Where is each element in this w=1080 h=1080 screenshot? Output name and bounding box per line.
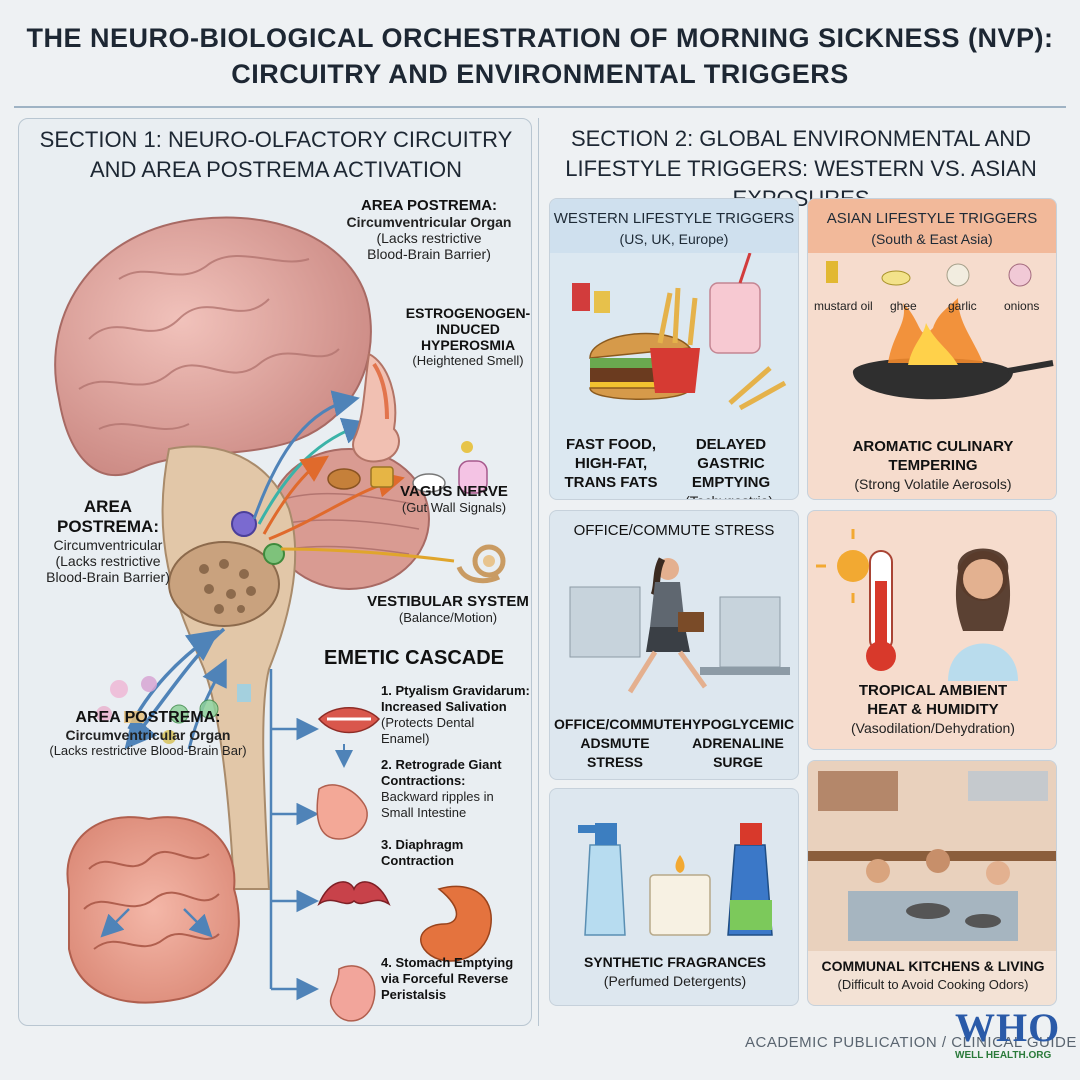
footer-text: ACADEMIC PUBLICATION / CLINICAL GUIDE [745,1034,1077,1051]
emetic-step-2: 2. Retrograde Giant Contractions: Backwa… [381,757,502,820]
ingredient-garlic: garlic [948,299,977,313]
communal-kitchen-illustration [808,761,1056,951]
sun-icon [837,550,869,582]
section2-panel: SECTION 2: GLOBAL ENVIRONMENTAL AND LIFE… [538,118,1062,1026]
inner-ear-illustration [456,544,506,584]
nose-illustration [352,352,400,463]
candle-icon [649,874,711,936]
area-postrema-left-label: AREA POSTREMA: Circumventricular (Lacks … [46,497,170,585]
who-logo-mark: WHO [955,1005,1061,1050]
area-postrema-mesh [168,541,280,627]
area-postrema-bottom-label: AREA POSTREMA: Circumventricular Organ (… [49,709,247,758]
vagus-nerve-label: VAGUS NERVE (Gut Wall Signals) [400,483,508,515]
stomach-icon [420,885,492,962]
fragrance-products-illustration [578,823,773,936]
section2-heading: SECTION 2: GLOBAL ENVIRONMENTAL AND LIFE… [565,126,1037,211]
tropical-heat-card: TROPICAL AMBIENT HEAT & HUMIDITY (Vasodi… [807,510,1057,750]
synthetic-fragrance-card: SYNTHETIC FRAGRANCES (Perfumed Detergent… [549,788,799,1006]
office-stress-card: OFFICE/COMMUTE STRESS OFFICE/COMMUTE ADS… [549,510,799,780]
who-logo: WHO WELL HEALTH.ORG [955,1006,1077,1076]
heat-humidity-illustration [816,529,1018,681]
section1-heading: SECTION 1: NEURO-OLFACTORY CIRCUITRY AND… [39,127,513,182]
emetic-step-1: 1. Ptyalism Gravidarum: Increased Saliva… [381,683,530,746]
neuro-anatomy-illustration [54,216,506,1022]
vestibular-system-label: VESTIBULAR SYSTEM (Balance/Motion) [367,593,529,625]
small-intestine-icon [316,784,368,840]
page-title-line1: THE NEURO-BIOLOGICAL ORCHESTRATION OF MO… [26,23,1054,53]
communal-kitchen-card: COMMUNAL KITCHENS & LIVING (Difficult to… [807,760,1057,1006]
section1-panel: SECTION 1: NEURO-OLFACTORY CIRCUITRY AND… [18,118,532,1026]
western-title: WESTERN LIFESTYLE TRIGGERS [553,210,795,227]
western-sub: (US, UK, Europe) [619,231,729,247]
hyperosmia-label: ESTROGENOGEN- INDUCED HYPEROSMIA (Height… [405,305,531,368]
title-box: THE NEURO-BIOLOGICAL ORCHESTRATION OF MO… [14,20,1066,108]
ingredient-onions: onions [1004,299,1040,313]
intestines-illustration [66,816,240,1004]
asian-title: ASIAN LIFESTYLE TRIGGERS [826,210,1038,227]
fast-food-illustration [572,253,787,411]
emetic-step-3: 3. Diaphragm Contraction [381,837,464,868]
office-title: OFFICE/COMMUTE STRESS [573,522,775,539]
asian-sub: (South & East Asia) [871,231,993,247]
page-title-line2: CIRCUITRY AND ENVIRONMENTAL TRIGGERS [231,59,849,89]
office-commute-illustration [569,557,790,694]
diaphragm-icon [317,881,391,906]
emetic-step-4: 4. Stomach Emptying via Forceful Reverse… [381,955,514,1002]
cerebrum-shape [54,216,372,477]
emetic-cascade-title: EMETIC CASCADE [324,647,505,669]
stomach-lower-icon [329,965,376,1022]
who-logo-sub: WELL HEALTH.ORG [955,1050,1052,1061]
wok-illustration [826,261,1054,400]
asian-triggers-card: ASIAN LIFESTYLE TRIGGERS (South & East A… [807,198,1057,500]
western-triggers-card: WESTERN LIFESTYLE TRIGGERS (US, UK, Euro… [549,198,799,500]
ingredient-ghee: ghee [890,299,917,313]
spray-bottle-icon [584,844,626,936]
ingredient-mustard-oil: mustard oil [814,299,873,313]
area-postrema-top-label: AREA POSTREMA: Circumventricular Organ (… [346,197,512,262]
